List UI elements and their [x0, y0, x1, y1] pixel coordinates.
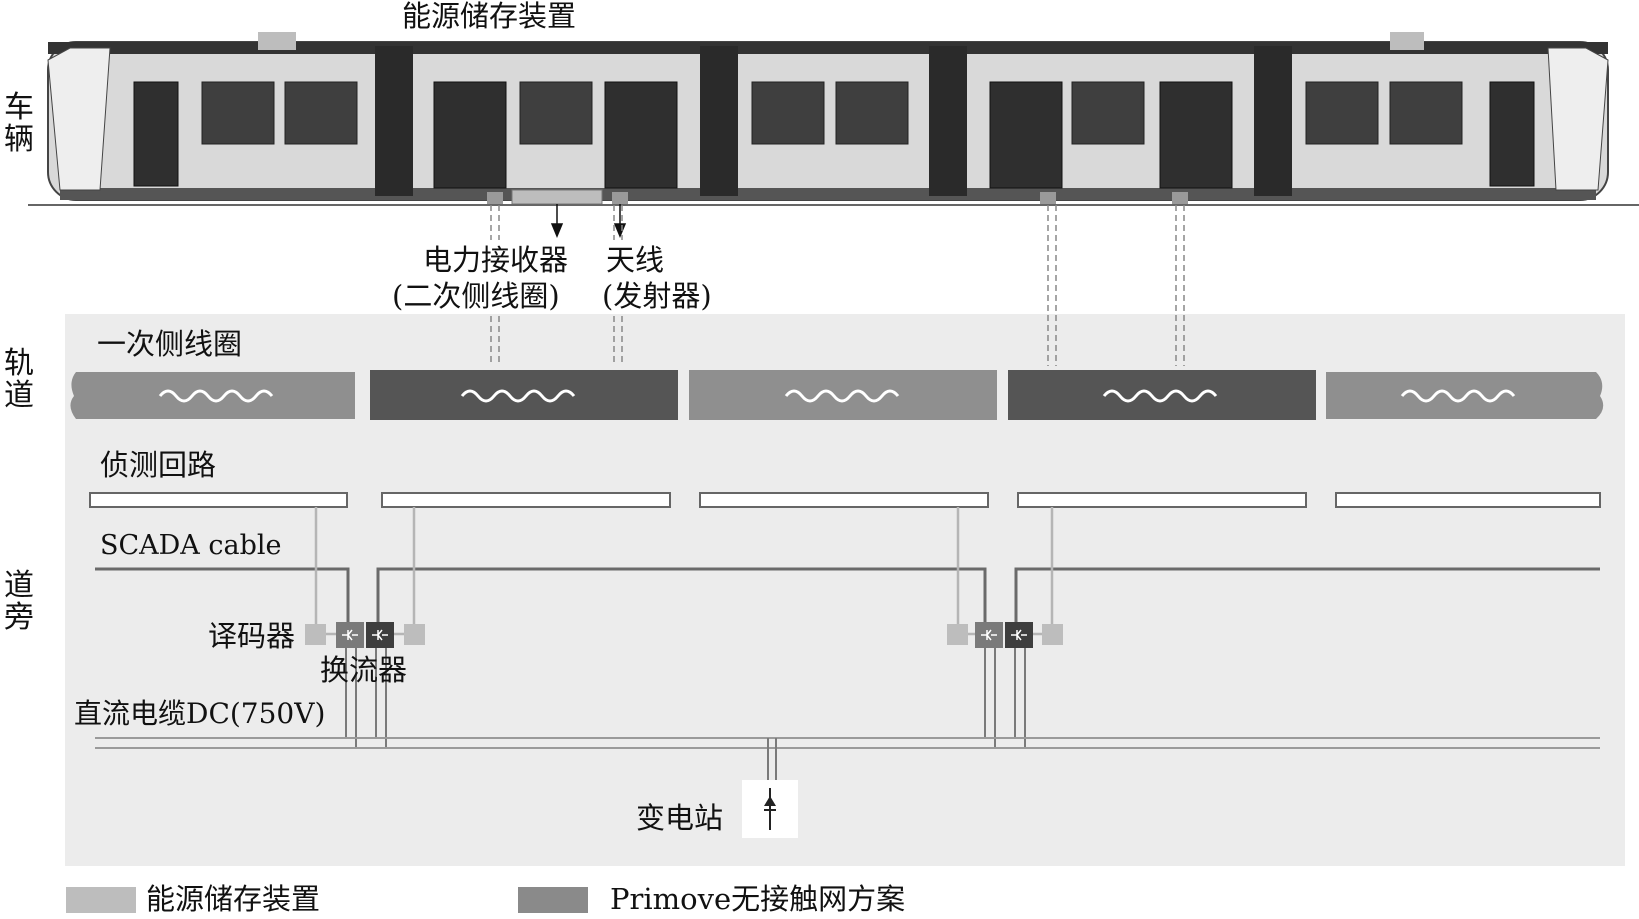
zone-label-wayside: 道旁 [4, 568, 34, 635]
converter-box [336, 622, 364, 648]
label-scada-cable: SCADA cable [100, 530, 282, 561]
scada-cable [95, 567, 1600, 632]
detection-loop-bars [89, 492, 1601, 508]
decoders [305, 624, 1063, 645]
decoder-links [314, 507, 1054, 636]
decoder-box [1042, 624, 1063, 645]
label-dc-cable: 直流电缆DC(750V) [74, 697, 326, 730]
dc-leads [345, 648, 1026, 748]
label-primary-coil: 一次侧线圈 [97, 327, 243, 361]
decoder-box [947, 624, 968, 645]
primary-coil-segments [70, 370, 1604, 420]
legend-swatch-energy-storage [66, 887, 136, 913]
legend-label-energy-storage: 能源储存装置 [146, 882, 321, 916]
label-detection-loop: 侦测回路 [100, 448, 217, 482]
zone-label-vehicle: 车辆 [4, 90, 34, 157]
decoder-box [305, 624, 326, 645]
coil-segment [370, 370, 678, 420]
label-decoder: 译码器 [208, 619, 296, 653]
tram-vehicle [47, 32, 1609, 205]
decoder-box [404, 624, 425, 645]
converter-box [1005, 622, 1033, 648]
converter-box [975, 622, 1003, 648]
coil-segment [689, 370, 997, 420]
coil-segment [70, 372, 355, 419]
label-antenna-sub: (发射器) [602, 279, 712, 313]
label-substation: 变电站 [636, 801, 724, 835]
label-antenna: 天线 [606, 243, 665, 277]
dc-cable [95, 737, 1600, 749]
substation [742, 738, 798, 838]
label-energy-storage-top: 能源储存装置 [402, 0, 577, 33]
label-power-receiver-sub: (二次侧线圈) [392, 279, 560, 313]
coil-segment [1008, 370, 1316, 420]
legend-swatch-primove [518, 887, 588, 913]
converter-box [366, 622, 394, 648]
dashed-links [490, 205, 1185, 366]
legend-label-primove: Primove无接触网方案 [610, 882, 906, 916]
zone-label-track: 轨道 [4, 346, 34, 413]
converters [336, 622, 1033, 648]
label-converter: 换流器 [320, 653, 408, 687]
label-power-receiver: 电力接收器 [423, 243, 569, 277]
